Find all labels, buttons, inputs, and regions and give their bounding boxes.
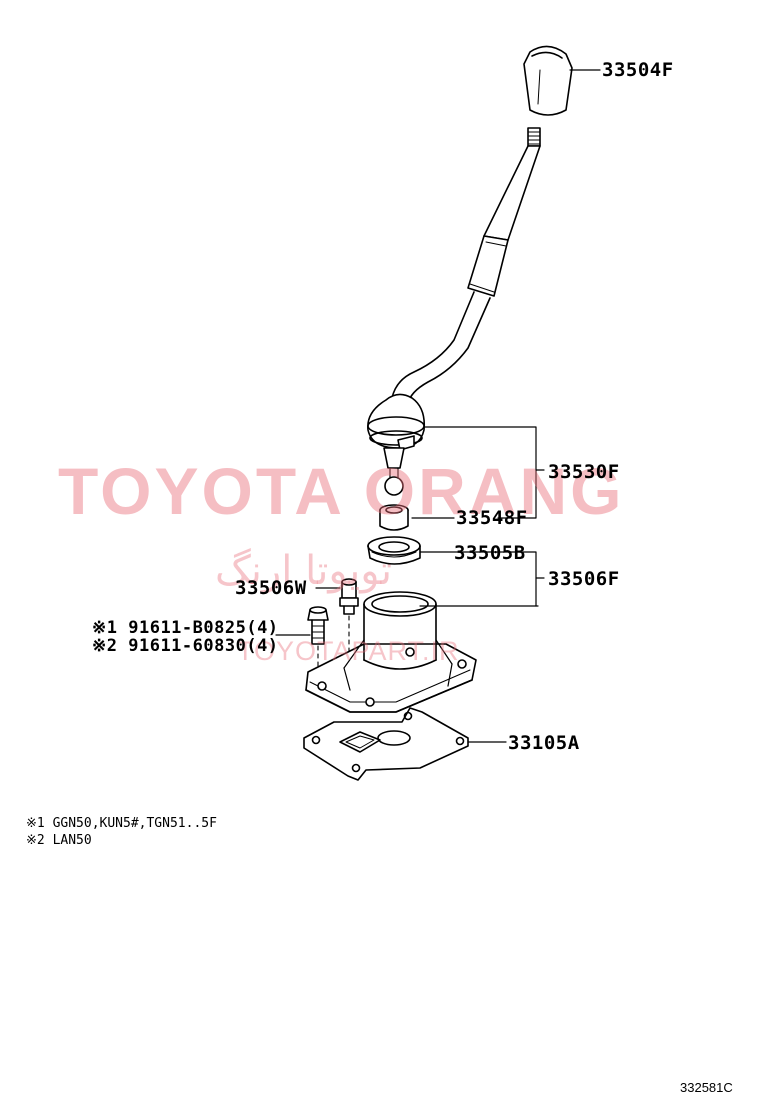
lever-shaft-drawing — [391, 145, 541, 405]
bushing-drawing — [379, 504, 409, 531]
bolt-label-2[interactable]: ※2 91611-60830(4) — [92, 636, 279, 656]
part-label-pin[interactable]: 33506W — [235, 577, 307, 599]
shift-knob-drawing — [523, 45, 573, 116]
part-label-boot[interactable]: 33505B — [454, 542, 526, 564]
bolt-code: 91611-B0825 — [128, 618, 247, 638]
leader-lines — [275, 69, 601, 743]
watermark-url: TOYOTAPART.IR — [237, 636, 460, 666]
part-label-gasket[interactable]: 33105A — [508, 732, 580, 754]
watermark-main: TOYOTA ORANG — [58, 454, 625, 528]
lever-retainer-drawing — [305, 591, 477, 713]
part-label-bushing[interactable]: 33548F — [456, 507, 528, 529]
footnote-text: LAN50 — [52, 833, 92, 848]
pin-drawing — [339, 578, 359, 661]
part-label-retainer-assy[interactable]: 33506F — [548, 568, 620, 590]
bolt-mark: ※2 — [92, 636, 118, 656]
gasket-drawing — [303, 707, 469, 781]
bolt-drawing — [307, 606, 329, 673]
footnote-mark: ※2 — [26, 833, 45, 848]
boot-drawing — [367, 536, 421, 565]
bolt-label-1[interactable]: ※1 91611-B0825(4) — [92, 618, 279, 638]
part-label-knob[interactable]: 33504F — [602, 59, 674, 81]
footnote-2: ※2 LAN50 — [26, 833, 92, 849]
footnote-text: GGN50,KUN5#,TGN51..5F — [52, 816, 217, 831]
bolt-qty: (4) — [246, 618, 279, 638]
part-label-lever-assy[interactable]: 33530F — [548, 461, 620, 483]
lever-thread-drawing — [527, 127, 541, 147]
footnote-mark: ※1 — [26, 816, 45, 831]
watermark-persian: تویوتا ارنگ — [215, 548, 392, 594]
bolt-mark: ※1 — [92, 618, 118, 638]
bolt-qty: (4) — [246, 636, 279, 656]
bolt-code: 91611-60830 — [128, 636, 247, 656]
lever-housing-drawing — [367, 393, 426, 496]
figure-id: 332581C — [680, 1080, 733, 1095]
footnote-1: ※1 GGN50,KUN5#,TGN51..5F — [26, 816, 217, 832]
